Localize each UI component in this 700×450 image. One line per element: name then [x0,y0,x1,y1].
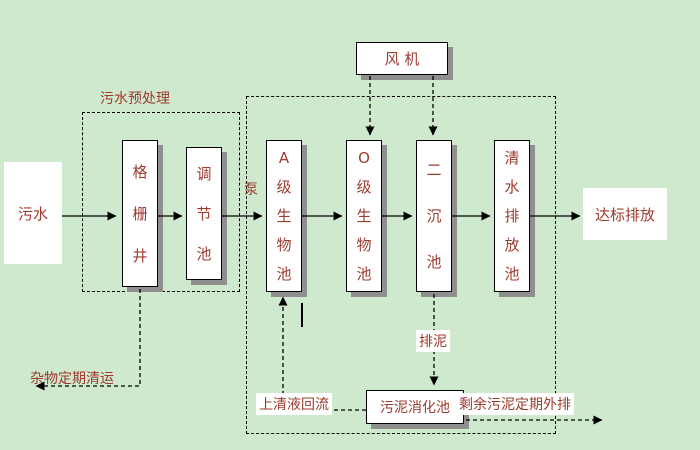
effluent-label: 达标排放 [594,205,655,224]
regulating-tank-label: 调节池 [196,164,212,263]
supernatant-return-label: 上清液回流 [256,393,332,415]
grid-well-label: 格栅井 [132,162,148,265]
effluent-label-panel: 达标排放 [583,188,667,240]
node-secondary-tank: 二沉池 [416,140,452,292]
node-regulating-tank: 调节池 [186,147,222,280]
node-fan: 风 机 [356,42,448,75]
biotreatment-dashed-box [246,96,556,434]
node-grid-well: 格栅井 [122,140,158,287]
fan-label: 风 机 [384,50,420,68]
tank-o-label: O级生物池 [356,148,372,283]
node-tank-a: A级生物池 [266,140,302,292]
node-clearwater-tank: 清水排放池 [494,140,530,292]
tank-a-label: A级生物池 [276,148,292,283]
influent-label: 污水 [17,204,48,223]
sludge-digestion-label: 污泥消化池 [380,400,450,416]
secondary-tank-label: 二沉池 [426,161,442,271]
node-tank-o: O级生物池 [346,140,382,292]
pump-label: 泵 [244,182,258,198]
clearwater-tank-label: 清水排放池 [504,148,520,283]
sludge-discharge-label: 排泥 [416,330,450,352]
pretreatment-dashed-box [82,112,240,292]
excess-sludge-label: 剩余污泥定期外排 [456,393,574,415]
influent-label-panel: 污水 [4,162,62,264]
debris-removal-label: 杂物定期清运 [30,371,114,387]
node-sludge-digestion: 污泥消化池 [366,390,464,424]
pretreatment-title: 污水预处理 [100,91,170,107]
